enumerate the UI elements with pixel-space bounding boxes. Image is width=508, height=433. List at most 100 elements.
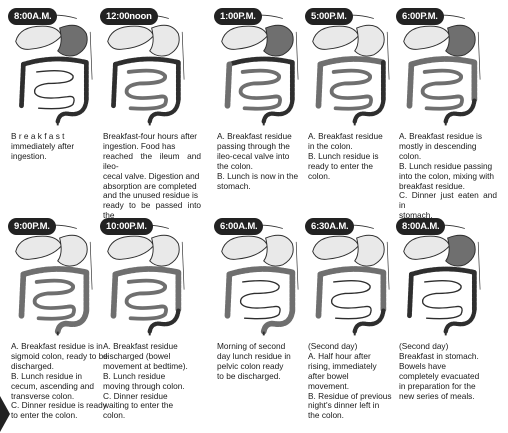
caption-line: Morning of second xyxy=(217,341,286,351)
digestive-tract-diagram xyxy=(403,224,481,336)
small-intestine-shape xyxy=(33,70,75,110)
sigmoid-colon-shape xyxy=(260,307,296,335)
caption-line: C. Dinner residue is ready xyxy=(11,400,107,411)
caption-line: movement. xyxy=(308,380,350,391)
sigmoid-colon-shape xyxy=(261,98,295,124)
ascending-colon-shape xyxy=(19,61,26,109)
digestive-tract-diagram xyxy=(312,224,390,336)
small-intestine-shape xyxy=(330,280,372,320)
caption-line: A. Breakfast residue xyxy=(103,341,178,351)
liver-shape xyxy=(221,25,269,50)
caption-line: B. Lunch is now in the xyxy=(217,170,299,181)
body-side-outline xyxy=(295,241,299,290)
caption-line: discharged. xyxy=(11,360,54,371)
caption-line: Bowels have xyxy=(399,360,447,371)
liver-shape xyxy=(403,25,451,50)
liver-shape xyxy=(15,235,63,260)
small-intestine-shape xyxy=(239,280,281,320)
caption-line: A. Breakfast residue is in xyxy=(11,341,103,351)
digestive-tract-diagram xyxy=(107,14,185,126)
ascending-colon-shape xyxy=(315,271,324,320)
transverse-colon-shape xyxy=(226,266,296,278)
stomach-shape xyxy=(57,234,88,267)
body-side-outline xyxy=(386,31,390,80)
time-badge: 6:30A.M. xyxy=(305,218,355,235)
small-intestine-shape xyxy=(329,68,373,111)
time-badge: 1:00P.M. xyxy=(214,8,262,25)
caption-line: stomach. xyxy=(217,180,251,191)
caption-line: cecal valve. Digestion and xyxy=(103,170,200,181)
caption-line: colon. xyxy=(308,170,331,181)
caption-line: breakfast residue. xyxy=(399,180,465,191)
caption-line: and the unused residue is xyxy=(103,190,199,201)
body-side-outline xyxy=(295,31,299,80)
transverse-colon-shape xyxy=(317,266,387,278)
time-badge: 12:00noon xyxy=(100,8,158,25)
digestive-tract-diagram xyxy=(107,224,185,336)
ascending-colon-shape xyxy=(406,61,415,110)
body-side-outline xyxy=(181,241,185,290)
caption-line: B. Lunch residue xyxy=(103,370,166,381)
caption-line: to enter the colon. xyxy=(11,410,78,421)
time-badge: 6:00P.M. xyxy=(396,8,444,25)
caption-line: ileo-cecal valve into xyxy=(217,150,290,161)
ascending-colon-shape xyxy=(18,271,27,320)
ascending-colon-shape xyxy=(407,271,414,319)
stomach-shape xyxy=(354,24,385,57)
liver-shape xyxy=(15,25,63,50)
small-intestine-shape xyxy=(238,68,282,111)
caption-line: ingestion. Food has xyxy=(103,140,176,151)
caption-line: passing through the xyxy=(217,140,290,151)
sigmoid-colon-shape xyxy=(352,308,386,334)
stomach-shape xyxy=(57,24,88,57)
small-intestine-shape xyxy=(32,278,76,321)
transverse-colon-shape xyxy=(408,56,478,68)
caption-line: waiting to enter the xyxy=(103,400,174,411)
stomach-shape xyxy=(263,24,294,57)
caption-line: absorption are completed xyxy=(103,180,197,191)
caption-line: C. Dinner residue xyxy=(103,390,168,401)
body-side-outline xyxy=(181,31,185,80)
time-badge: 8:00A.M. xyxy=(8,8,58,25)
caption-line: B r e a k f a s t xyxy=(11,131,65,141)
caption-line: B. Lunch residue in xyxy=(11,370,83,381)
liver-shape xyxy=(312,235,360,260)
caption-line: after bowel xyxy=(308,370,349,381)
stomach-shape xyxy=(263,234,294,267)
caption-line: pelvic colon ready xyxy=(217,360,284,371)
time-badge: 8:00A.M. xyxy=(396,218,446,235)
liver-shape xyxy=(107,25,155,50)
stomach-shape xyxy=(149,234,180,267)
liver-shape xyxy=(312,25,360,50)
small-intestine-shape xyxy=(124,278,168,321)
panel-caption: (Second day)Breakfast in stomach.Bowels … xyxy=(399,341,497,401)
small-intestine-shape xyxy=(124,68,168,111)
body-side-outline xyxy=(89,31,93,80)
caption-line: reached the ileum and ileo- xyxy=(103,150,201,171)
caption-line: day lunch residue in xyxy=(217,350,291,361)
stomach-shape xyxy=(149,24,180,57)
digestive-tract-diagram xyxy=(221,14,299,126)
digestive-tract-diagram xyxy=(403,14,481,126)
caption-line: in the colon. xyxy=(308,140,353,151)
stomach-shape xyxy=(445,24,476,57)
transverse-colon-shape xyxy=(20,266,90,278)
caption-line: B. Residue of previous xyxy=(308,390,392,401)
caption-line: the colon. xyxy=(217,160,253,171)
caption-line: immediately after xyxy=(11,140,75,151)
caption-line: ready to be passed into the xyxy=(103,200,201,221)
ascending-colon-shape xyxy=(224,61,233,110)
sigmoid-colon-shape xyxy=(443,98,477,124)
time-badge: 9:00P.M. xyxy=(8,218,56,235)
ascending-colon-shape xyxy=(224,271,233,320)
body-side-outline xyxy=(386,241,390,290)
transverse-colon-shape xyxy=(20,56,89,67)
transverse-colon-shape xyxy=(226,56,295,67)
liver-shape xyxy=(107,235,155,260)
body-side-outline xyxy=(477,241,481,290)
